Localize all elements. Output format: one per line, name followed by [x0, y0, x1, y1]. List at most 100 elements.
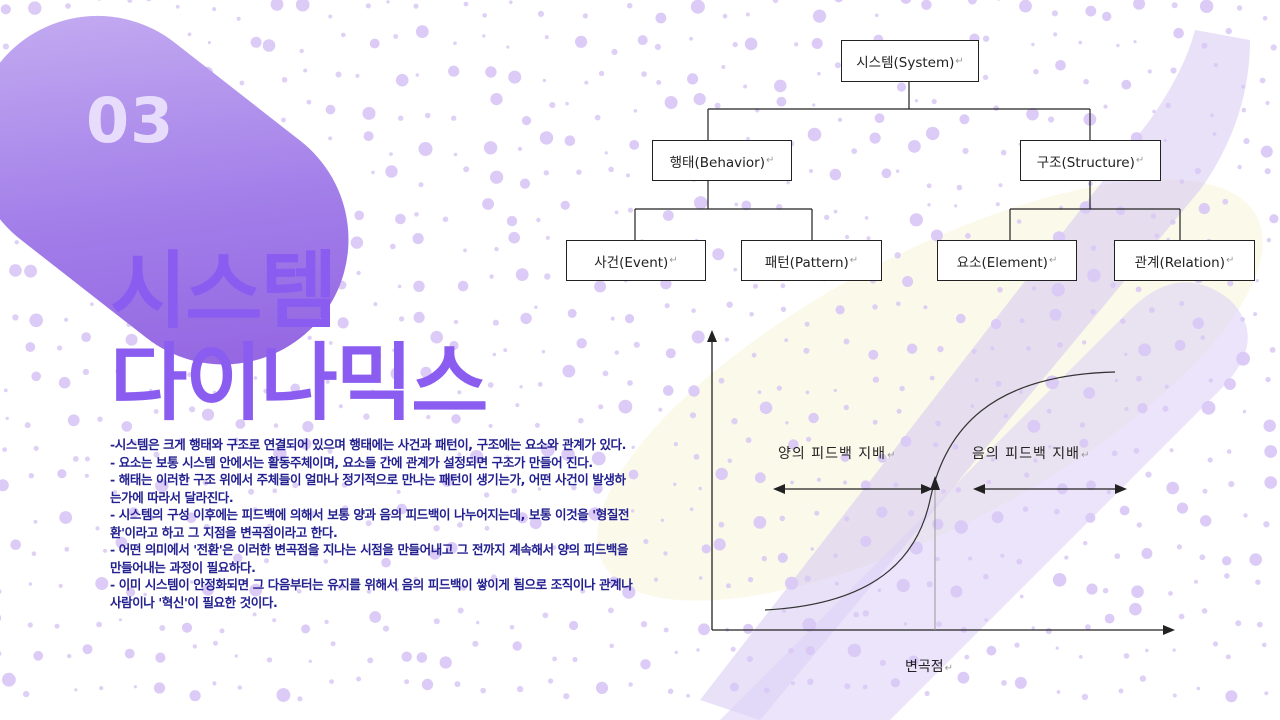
background-dot [457, 280, 469, 292]
background-dot [794, 42, 799, 47]
node-label: 사건(Event) [594, 254, 669, 271]
background-dot [936, 660, 941, 666]
background-dot [746, 136, 750, 141]
background-dot [722, 13, 728, 19]
background-dot [845, 234, 850, 240]
background-dot [420, 366, 432, 378]
background-dot [541, 350, 546, 354]
background-dot [153, 409, 159, 414]
background-dot [412, 233, 424, 245]
background-dot [997, 0, 1001, 1]
background-dot [896, 578, 910, 593]
background-dot [633, 109, 638, 113]
background-dot [185, 477, 190, 483]
background-dot [1149, 307, 1155, 313]
background-dot [1235, 620, 1242, 627]
background-dot [2, 447, 7, 452]
background-dot [31, 371, 41, 382]
background-dot [509, 0, 513, 4]
background-dot [281, 117, 286, 123]
background-dot [1225, 654, 1231, 660]
background-dot [853, 611, 859, 618]
background-dot [900, 0, 912, 4]
background-dot [552, 656, 557, 662]
background-dot [1131, 585, 1144, 598]
background-dot [761, 555, 767, 562]
background-dot [790, 480, 794, 485]
background-dot [1031, 42, 1035, 47]
return-mark-icon: ↵ [1081, 450, 1091, 461]
background-dot [74, 688, 78, 692]
background-dot [731, 418, 738, 425]
description-line: - 어떤 의미에서 '전환'은 이러한 변곡점을 지나는 시점을 만들어내고 그… [110, 542, 629, 575]
background-dot [324, 619, 329, 625]
background-dot [732, 41, 738, 48]
background-dot [421, 678, 434, 691]
background-dot [350, 236, 364, 249]
background-dot [663, 551, 668, 556]
background-dot [872, 376, 880, 383]
background-dot [327, 448, 333, 454]
background-dot [1124, 406, 1129, 411]
background-dot [1212, 132, 1217, 136]
background-dot [404, 679, 410, 685]
background-dot [212, 681, 217, 686]
background-dot [143, 592, 147, 597]
slide-number: 03 [86, 84, 175, 157]
background-dot [1202, 488, 1208, 494]
background-dot [1196, 686, 1201, 691]
background-dot [506, 215, 518, 227]
background-dot [1225, 690, 1238, 703]
background-dot [520, 312, 532, 325]
background-dot [747, 576, 754, 583]
negative-arrow-left-head [973, 484, 985, 494]
background-dot [396, 489, 401, 494]
background-dot [986, 479, 992, 485]
background-dot [743, 623, 754, 635]
background-dot [835, 305, 845, 315]
background-dot [306, 99, 312, 105]
background-dot [1147, 69, 1152, 74]
background-dot [785, 421, 789, 425]
background-dot [365, 3, 371, 9]
background-dot [926, 183, 932, 189]
background-dot [1081, 693, 1089, 701]
background-dot [363, 413, 370, 420]
background-dot [363, 131, 374, 142]
background-dot [0, 651, 2, 656]
background-dot [1168, 591, 1173, 596]
background-dot [1103, 104, 1108, 109]
background-dot [250, 36, 262, 48]
background-dot [1152, 109, 1156, 114]
background-dot [248, 488, 255, 495]
background-dot [1014, 642, 1020, 648]
background-dot [143, 349, 148, 355]
background-dot [1150, 213, 1157, 219]
background-dot [814, 510, 820, 516]
background-dot [12, 314, 19, 321]
background-dot [414, 212, 419, 217]
background-dot [1178, 613, 1185, 620]
background-dot [366, 589, 372, 594]
background-dot [727, 458, 733, 464]
positive-feedback-label: 양의 피드백 지배↵ [778, 446, 897, 462]
background-dot [149, 388, 153, 393]
background-dot [489, 274, 494, 279]
background-dot [536, 217, 541, 223]
background-dot [1138, 343, 1151, 357]
background-dot [175, 4, 180, 9]
background-dot [64, 546, 70, 552]
background-dot [97, 416, 103, 422]
background-dot [774, 79, 787, 93]
background-dot [492, 319, 499, 326]
background-dot [696, 648, 700, 652]
background-dot [1052, 573, 1067, 587]
background-dot [941, 489, 946, 494]
background-dot [576, 338, 587, 349]
return-mark-icon: ↵ [887, 450, 897, 461]
background-dot [718, 521, 725, 528]
background-dot [28, 1, 42, 15]
background-dot [1019, 318, 1025, 324]
background-dot [896, 408, 902, 414]
background-dot [1114, 553, 1121, 560]
